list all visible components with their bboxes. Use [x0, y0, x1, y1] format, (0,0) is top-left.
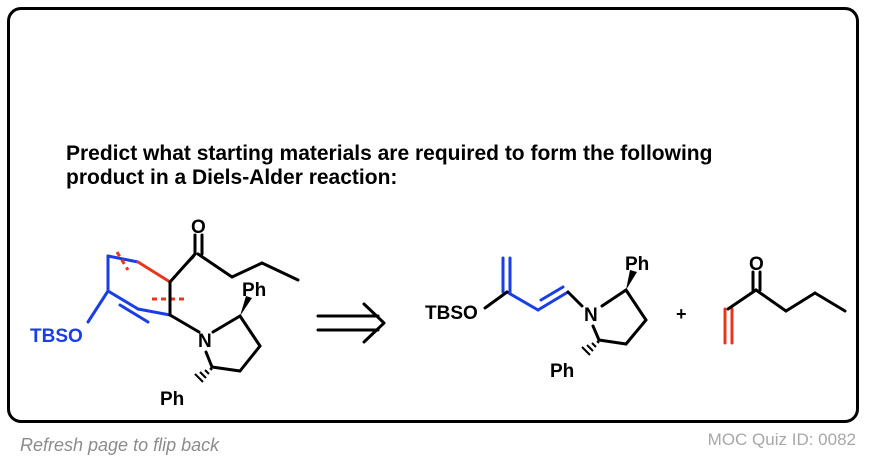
dienophile-molecule: O [723, 254, 847, 345]
product-wedge-ph-top [240, 296, 252, 316]
product-phenyl-bottom: Ph [160, 389, 184, 410]
diene-hash-ph-bottom [581, 340, 600, 356]
question-line-1: Predict what starting materials are requ… [66, 142, 713, 165]
product-siloxy-label: TBSO [30, 326, 83, 347]
dienophile-ketone-oxygen: O [749, 254, 764, 275]
product-diene-fragment [86, 254, 172, 324]
diene-black-bonds [483, 288, 648, 346]
diene-phenyl-bottom: Ph [550, 361, 574, 382]
product-hash-ph-bottom [194, 367, 213, 383]
quiz-card [7, 7, 859, 423]
product-bonds [168, 233, 300, 373]
plus-sign: + [676, 304, 687, 324]
product-wedge-ketone [170, 252, 198, 282]
product-molecule: O TBSO N Ph Ph [30, 217, 300, 410]
diene-phenyl-top: Ph [625, 254, 649, 275]
retrosynthesis-arrow [316, 302, 386, 344]
product-dienophile-fragment [136, 260, 172, 284]
product-phenyl-top: Ph [242, 280, 266, 301]
diene-amine-nitrogen: N [584, 305, 598, 326]
question-line-2: product in a Diels-Alder reaction: [66, 166, 398, 189]
refresh-link[interactable]: Refresh page to flip back [20, 435, 220, 455]
dienophile-red-bonds [723, 307, 734, 345]
diene-molecule: TBSO N Ph Ph [425, 254, 649, 382]
diene-siloxy-label: TBSO [425, 303, 478, 324]
diene-wedge-ph-top [626, 270, 637, 290]
question-text: Predict what starting materials are requ… [66, 142, 826, 190]
product-amine-nitrogen: N [198, 331, 212, 352]
product-ketone-oxygen: O [191, 217, 206, 238]
dienophile-black-bonds [726, 270, 847, 313]
diene-blue-bonds [501, 256, 570, 312]
quiz-id-label: MOC Quiz ID: 0082 [707, 430, 856, 449]
